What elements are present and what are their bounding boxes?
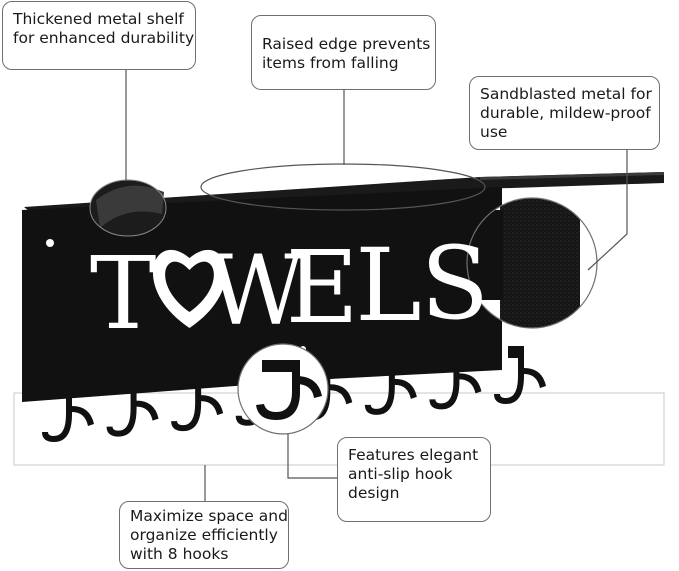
callout-edge-line: Raised edge prevents: [262, 35, 431, 53]
cutout-letter: L: [355, 227, 421, 344]
cutout-letter: W: [206, 235, 305, 347]
back-panel: [22, 187, 502, 395]
callout-shelf: Thickened metal shelf for enhanced durab…: [2, 1, 196, 70]
callout-space-line: with 8 hooks: [130, 545, 229, 563]
cutout-letter: T: [90, 235, 157, 352]
callout-shelf-line: Thickened metal shelf: [13, 10, 184, 28]
leader-lines: [125, 70, 628, 501]
hook: [364, 356, 417, 415]
callout-hook-line: Features elegant: [348, 446, 479, 464]
shelf-zoom-circle: [89, 179, 167, 237]
callout-edge: Raised edge prevents items from falling: [251, 15, 436, 90]
callout-sandblasted-line: Sandblasted metal for: [480, 85, 652, 103]
callout-space: Maximize space and organize efficiently …: [119, 501, 289, 569]
callout-hook-line: anti-slip hook: [348, 465, 453, 483]
hook: [494, 346, 546, 404]
callout-sandblasted: Sandblasted metal for durable, mildew-pr…: [469, 76, 660, 150]
hook: [106, 378, 159, 437]
callout-space-line: Maximize space and: [130, 507, 288, 525]
callout-hook-line: design: [348, 484, 400, 502]
cutout-letter: E: [286, 229, 359, 346]
sandblasted-zoom-circle: [466, 197, 598, 329]
callout-space-line: organize efficiently: [130, 526, 278, 544]
hook: [42, 384, 94, 442]
heart-letter: [152, 249, 227, 328]
callout-sandblasted-line: use: [480, 123, 508, 141]
callout-hook: Features elegant anti-slip hook design: [337, 437, 491, 522]
callout-shelf-line: for enhanced durability: [13, 29, 195, 47]
hook-zoom-circle: [237, 343, 329, 435]
edge-zoom-ellipse: [200, 163, 486, 211]
callout-edge-line: items from falling: [262, 54, 399, 72]
callout-sandblasted-line: durable, mildew-proof: [480, 104, 651, 122]
hook: [171, 373, 224, 432]
hook: [429, 351, 482, 410]
cutout-letter: S: [421, 225, 490, 342]
